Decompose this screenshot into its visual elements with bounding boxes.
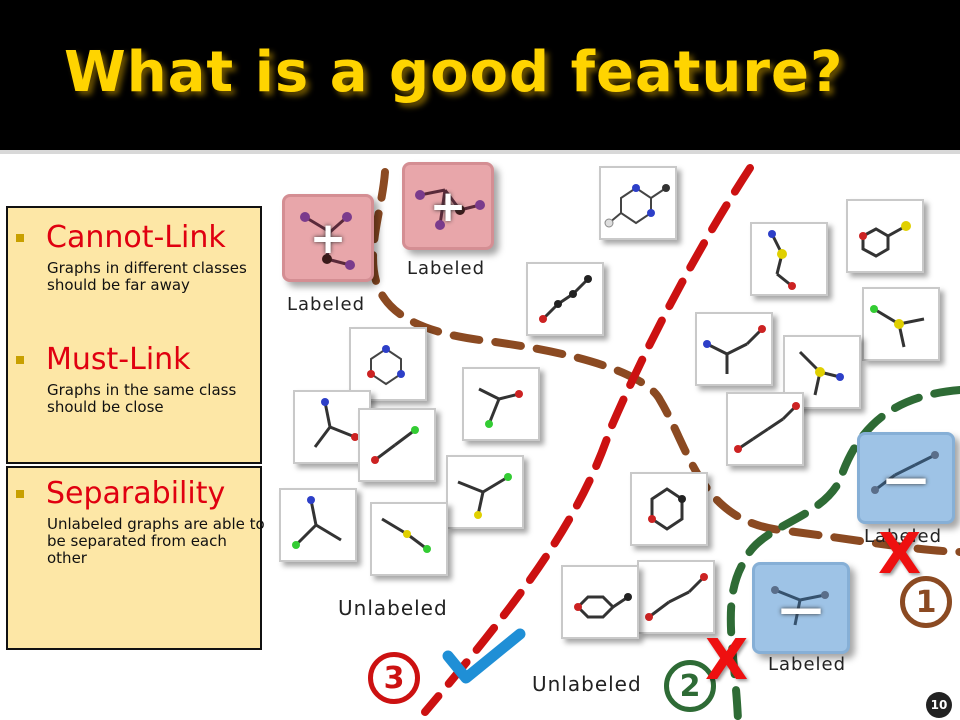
molecule-icon: [771, 586, 829, 626]
bullet-icon: [16, 234, 24, 242]
labeled-positive-graph: +: [402, 162, 494, 250]
labeled-negative-graph: —: [752, 562, 850, 654]
molecule-thumbnail: [726, 392, 804, 466]
minus-sign: —: [779, 582, 823, 634]
molecule-icon: [539, 275, 592, 323]
plus-sign: +: [429, 180, 467, 232]
checkmark-icon: [442, 628, 526, 684]
separability-boundary: [421, 164, 754, 716]
molecule-icon: [648, 487, 686, 531]
bullet-icon: [16, 490, 24, 498]
cannot-link-boundary: [369, 168, 960, 556]
separability-heading: Separability: [46, 476, 226, 511]
marker-two: 2: [664, 660, 716, 712]
separability-description: Unlabeled graphs are able to be separate…: [47, 515, 265, 567]
molecule-thumbnail: [279, 488, 357, 562]
unlabeled-label: Unlabeled: [338, 596, 448, 620]
marker-one: 1: [900, 576, 952, 628]
molecule-icon: [300, 212, 355, 270]
unlabeled-label: Unlabeled: [532, 672, 642, 696]
molecule-thumbnail: [783, 335, 861, 409]
molecule-icon: [292, 496, 342, 549]
cannot-link-description: Graphs in different classes should be fa…: [47, 259, 247, 294]
labeled-label: Labeled: [768, 654, 847, 675]
molecule-thumbnail: [349, 327, 427, 401]
molecule-thumbnail: [462, 367, 540, 441]
must-link-description: Graphs in the same class should be close: [47, 381, 237, 416]
labeled-label: Labeled: [407, 258, 486, 279]
constraints-panel: Cannot-Link Graphs in different classes …: [6, 206, 262, 464]
x-icon: X: [705, 628, 749, 693]
molecule-thumbnail: [599, 166, 677, 240]
molecule-icon: [371, 426, 419, 464]
plus-sign: +: [309, 212, 347, 264]
x-icon: X: [878, 522, 922, 587]
title-bar: What is a good feature?: [0, 0, 960, 150]
molecule-thumbnail: [862, 287, 940, 361]
molecule-thumbnail: [846, 199, 924, 273]
molecule-icon: [604, 184, 670, 228]
must-link-heading: Must-Link: [46, 342, 191, 377]
labeled-label: Labeled: [287, 294, 366, 315]
molecule-thumbnail: [526, 262, 604, 336]
minus-sign: —: [884, 452, 928, 504]
molecule-icon: [871, 451, 939, 494]
cannot-link-heading: Cannot-Link: [46, 220, 226, 255]
molecule-icon: [768, 230, 796, 290]
molecule-icon: [478, 387, 523, 428]
molecule-thumbnail: [637, 560, 715, 634]
must-link-boundary: [726, 386, 960, 720]
bullet-icon: [16, 356, 24, 364]
molecule-thumbnail: [695, 312, 773, 386]
molecule-icon: [367, 345, 405, 386]
page-number: 10: [926, 692, 952, 718]
slide-title: What is a good feature?: [64, 40, 844, 105]
molecule-thumbnail: [370, 502, 448, 576]
labeled-positive-graph: +: [282, 194, 374, 282]
molecule-thumbnail: [750, 222, 828, 296]
molecule-icon: [457, 473, 512, 519]
molecule-icon: [381, 517, 431, 553]
molecule-icon: [574, 593, 632, 619]
molecule-thumbnail: [561, 565, 639, 639]
molecule-icon: [859, 221, 911, 258]
molecule-thumbnail: [446, 455, 524, 529]
molecule-thumbnail: [630, 472, 708, 546]
title-divider: [0, 150, 960, 154]
molecule-icon: [645, 573, 708, 621]
molecule-icon: [703, 325, 766, 374]
separability-panel: Separability Unlabeled graphs are able t…: [6, 466, 265, 650]
marker-three: 3: [368, 652, 420, 704]
labeled-label: Labeled: [864, 526, 943, 547]
molecule-icon: [313, 398, 359, 448]
molecule-icon: [734, 402, 800, 453]
molecule-icon: [870, 305, 925, 348]
molecule-icon: [798, 350, 844, 396]
molecule-thumbnail: [358, 408, 436, 482]
molecule-icon: [415, 188, 485, 230]
labeled-negative-graph: —: [857, 432, 955, 524]
